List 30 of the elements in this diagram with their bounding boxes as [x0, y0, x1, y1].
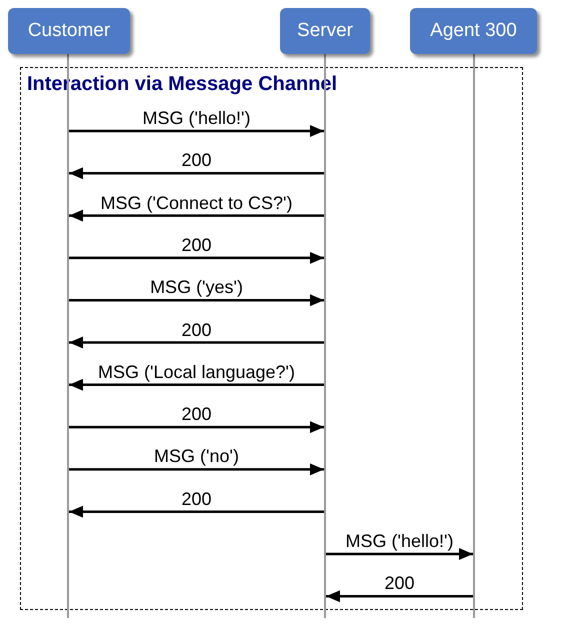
lifeline — [473, 54, 475, 618]
lifeline — [67, 54, 69, 618]
message-arrow — [69, 167, 324, 180]
message-arrow — [69, 210, 324, 222]
message-arrow — [69, 252, 324, 264]
lifeline — [324, 54, 326, 618]
edge-label: 200 — [180, 236, 213, 254]
edge-label: 200 — [180, 151, 213, 170]
message-arrow — [69, 506, 324, 518]
participant-box: Server — [280, 8, 370, 54]
edge-label: MSG ('hello!') — [344, 532, 454, 550]
edge-label: 200 — [383, 574, 416, 592]
message-arrow — [69, 336, 324, 348]
edge-label: 200 — [180, 405, 213, 424]
edge-label: MSG ('Connect to CS?') — [100, 194, 294, 212]
message-arrow — [69, 125, 324, 137]
participant-box: Agent 300 — [410, 8, 537, 54]
message-arrow — [326, 548, 473, 560]
message-arrow — [326, 590, 473, 602]
edge-label: MSG ('Local language?') — [97, 362, 296, 381]
message-arrow — [69, 421, 324, 434]
edge-label: 200 — [180, 320, 213, 338]
frame-title: Interaction via Message Channel — [27, 74, 338, 94]
edge-label: MSG ('no') — [153, 447, 240, 466]
message-arrow — [69, 294, 324, 306]
participant-box: Customer — [8, 8, 130, 54]
edge-label: MSG ('hello!') — [142, 109, 252, 127]
edge-label: 200 — [180, 490, 213, 508]
edge-label: MSG ('yes') — [149, 278, 244, 296]
message-arrow — [69, 378, 324, 391]
